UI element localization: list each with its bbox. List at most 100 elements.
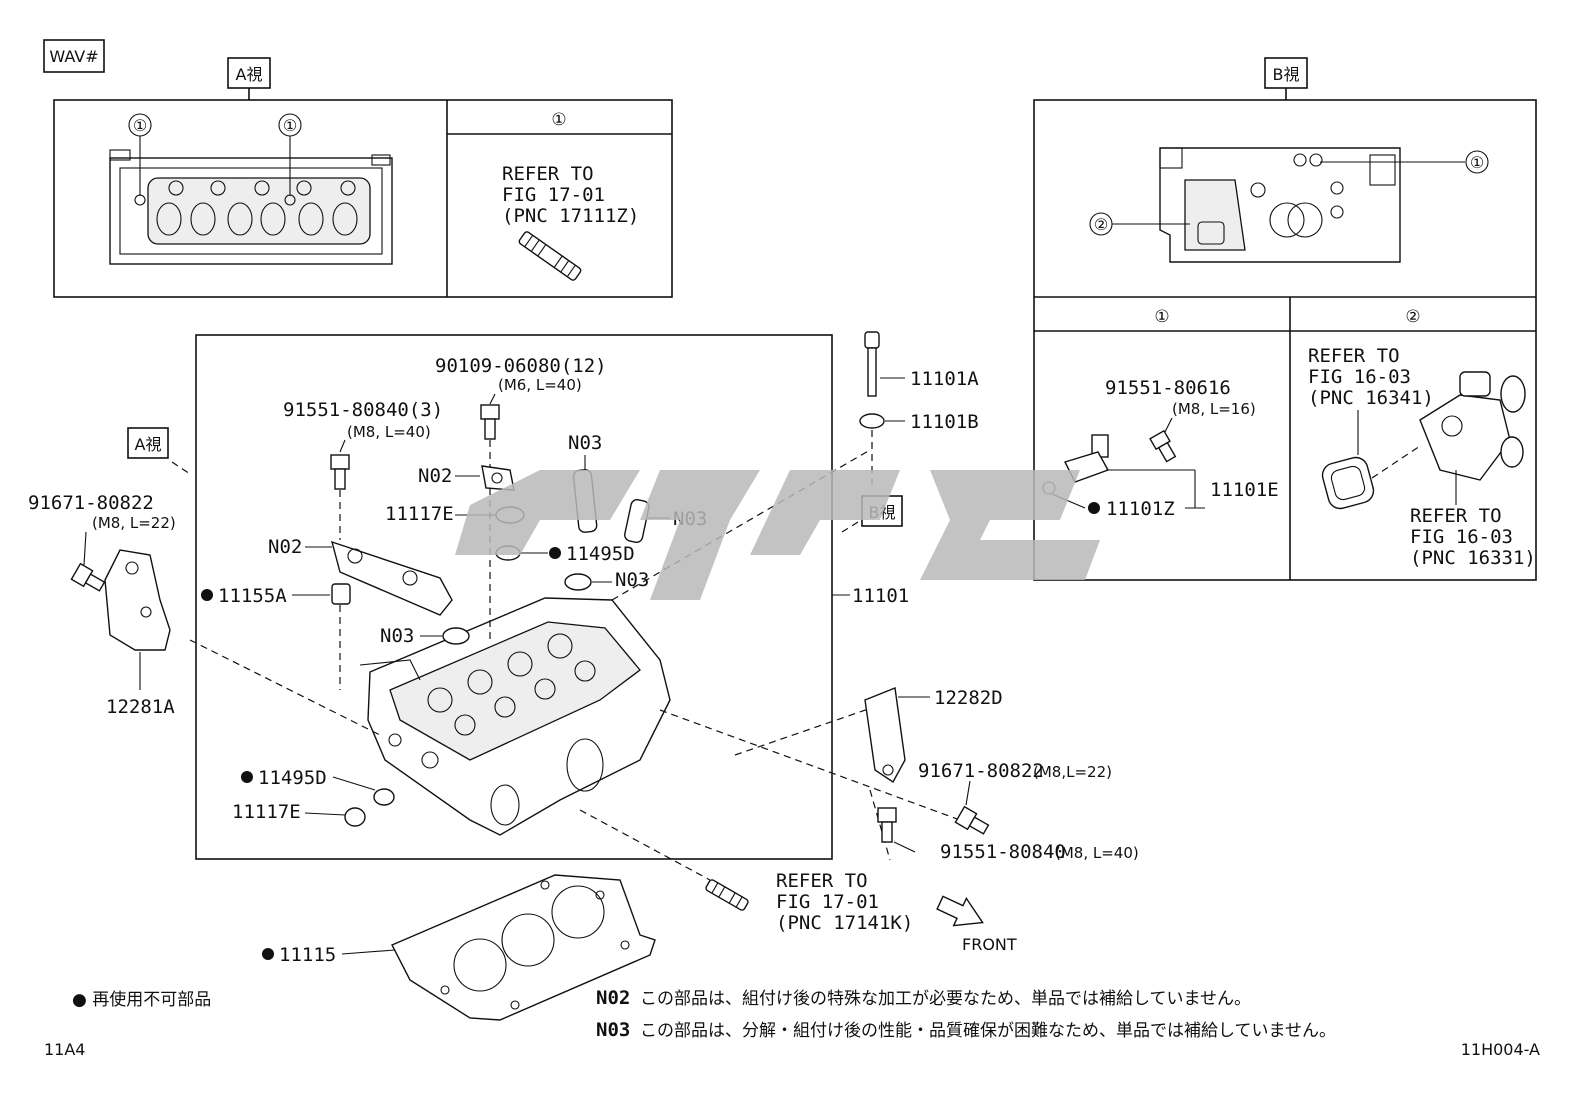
head-side-view-a <box>109 149 393 265</box>
view-b-col1-header: ① <box>1154 307 1169 327</box>
p11101-label: 11101 <box>852 585 909 607</box>
left-bolt-part: 91671-80822 <box>28 492 154 514</box>
oring-lower <box>373 788 395 806</box>
p11117e-lower-label: 11117E <box>232 801 301 823</box>
p11495d-upper-label: 11495D <box>566 543 635 565</box>
view-a-refer-l2: FIG 17-01 <box>502 184 605 206</box>
b-sensor-part: 11101E <box>1210 479 1279 501</box>
non-reusable-dot <box>1088 502 1100 514</box>
b-refer-top-l2: FIG 16-03 <box>1308 366 1411 388</box>
b-bolt-part: 91551-80616 <box>1105 377 1231 399</box>
view-b-col2-header: ② <box>1405 307 1420 327</box>
head-gasket <box>391 874 656 1021</box>
legend-symbol-note: ● 再使用不可部品 <box>72 989 211 1010</box>
b-refer-top-l1: REFER TO <box>1308 345 1400 367</box>
view-b-title: B視 <box>1273 65 1300 84</box>
wav-tag-text: WAV# <box>49 47 98 66</box>
legend-n03-code: N03 <box>596 1019 630 1041</box>
main-assembly: A視 B視 90109-06080(12) (M6, L=40) <box>127 334 961 881</box>
p12281a-label: 12281A <box>106 696 175 718</box>
bolt-m8-icon <box>330 454 350 490</box>
legend-n02-code: N02 <box>596 987 630 1009</box>
front-arrow-icon <box>936 895 984 927</box>
right-parts: 11101A 11101B 12282D 91671-80822 (M8,L=2… <box>705 331 1139 954</box>
legend-n02-text: この部品は、組付け後の特殊な加工が必要なため、単品では補給していません。 <box>640 989 1251 1009</box>
bolt-m6-icon <box>480 404 500 440</box>
n03-left-label: N03 <box>380 625 414 647</box>
p11101a-label: 11101A <box>910 368 979 390</box>
b-bolt-spec: (M8, L=16) <box>1172 400 1256 418</box>
footer-left-code: 11A4 <box>44 1040 85 1059</box>
svg-text:①: ① <box>283 116 297 135</box>
n02-lower-label: N02 <box>268 536 302 558</box>
stud-bolt-lower-icon <box>705 879 749 911</box>
view-b-callout-1: ① <box>1320 150 1489 174</box>
svg-text:①: ① <box>133 116 147 135</box>
view-a-title: A視 <box>236 65 263 84</box>
left-parts: 91671-80822 (M8, L=22) 12281A <box>28 492 176 718</box>
stud-bolt-icon <box>518 231 582 281</box>
view-a-refer-l3: (PNC 17111Z) <box>502 205 639 227</box>
b-refer-bot-l3: (PNC 16331) <box>1410 547 1536 569</box>
right-bolt-part: 91671-80822 <box>918 760 1044 782</box>
b-refer-top-l3: (PNC 16341) <box>1308 387 1434 409</box>
dot-11155a <box>201 589 213 601</box>
b-seal-part: 11101Z <box>1106 498 1175 520</box>
stud-refer-l1: REFER TO <box>776 870 868 892</box>
view-a-col-header: ① <box>551 110 566 130</box>
bolt-left-spec: (M8, L=40) <box>347 423 431 441</box>
left-bolt-spec: (M8, L=22) <box>92 514 176 532</box>
footer-right-code: 11H004-A <box>1461 1040 1540 1059</box>
b-refer-bot-l2: FIG 16-03 <box>1410 526 1513 548</box>
n03-top-label: N03 <box>568 432 602 454</box>
right-bolt2-spec: (M8, L=40) <box>1055 844 1139 862</box>
right-bolt2-part: 91551-80840 <box>940 841 1066 863</box>
bolt-right-icon <box>954 805 990 835</box>
bolt-right2-icon <box>877 807 897 843</box>
p12282d-label: 12282D <box>934 687 1003 709</box>
svg-text:②: ② <box>1094 215 1108 234</box>
view-a-callout-1a: ① <box>128 113 152 196</box>
front-label: FRONT <box>962 935 1017 954</box>
cylinder-head <box>359 597 671 836</box>
p11115-label: 11115 <box>279 944 336 966</box>
view-a-refer-l1: REFER TO <box>502 163 594 185</box>
bolt-left-icon <box>70 562 106 592</box>
legend-n03-text: この部品は、分解・組付け後の性能・品質確保が困難なため、単品では補給していません… <box>640 1021 1336 1041</box>
n02-upper-label: N02 <box>418 465 452 487</box>
bolt-top-spec: (M6, L=40) <box>498 376 582 394</box>
washer-11101b <box>859 413 885 429</box>
stud-refer-l2: FIG 17-01 <box>776 891 879 913</box>
n03-mid-label: N03 <box>615 569 649 591</box>
dot-11495d-upper <box>549 547 561 559</box>
valve-seat-1 <box>564 573 592 591</box>
bolt-left-part: 91551-80840(3) <box>283 399 443 421</box>
svg-text:①: ① <box>1470 153 1484 172</box>
view-a-panel: A視 ① <box>53 57 673 298</box>
main-view-a-tag: A視 <box>135 435 162 454</box>
legend: ● 再使用不可部品 N02 この部品は、組付け後の特殊な加工が必要なため、単品で… <box>72 987 1336 1041</box>
water-outlet-icon <box>1419 371 1526 481</box>
long-bolt-11101a <box>864 331 880 397</box>
gasket-icon <box>1321 456 1375 510</box>
view-a-callout-1b: ① <box>278 113 302 196</box>
bracket-12281a <box>104 549 171 651</box>
bracket-12282d <box>864 687 906 784</box>
p11155a-label: 11155A <box>218 585 287 607</box>
dowel-pin-icon <box>331 583 351 605</box>
p11117e-upper-label: 11117E <box>385 503 454 525</box>
right-bolt-spec: (M8,L=22) <box>1033 763 1112 781</box>
view-b-panel: B視 ① ② ① ② <box>1033 57 1537 581</box>
dot-11115 <box>262 948 274 960</box>
b-bolt-icon <box>1149 429 1177 463</box>
p11101b-label: 11101B <box>910 411 979 433</box>
bolt-top-part: 90109-06080(12) <box>435 355 607 377</box>
view-b-callout-2: ② <box>1089 212 1190 236</box>
head-end-view-b <box>1159 147 1401 263</box>
valve-seat-2 <box>442 627 470 645</box>
valve-seal-lower <box>344 807 366 827</box>
cam-cap-large-icon <box>330 540 453 616</box>
watermark-logo <box>455 470 1100 600</box>
p11495d-lower-label: 11495D <box>258 767 327 789</box>
